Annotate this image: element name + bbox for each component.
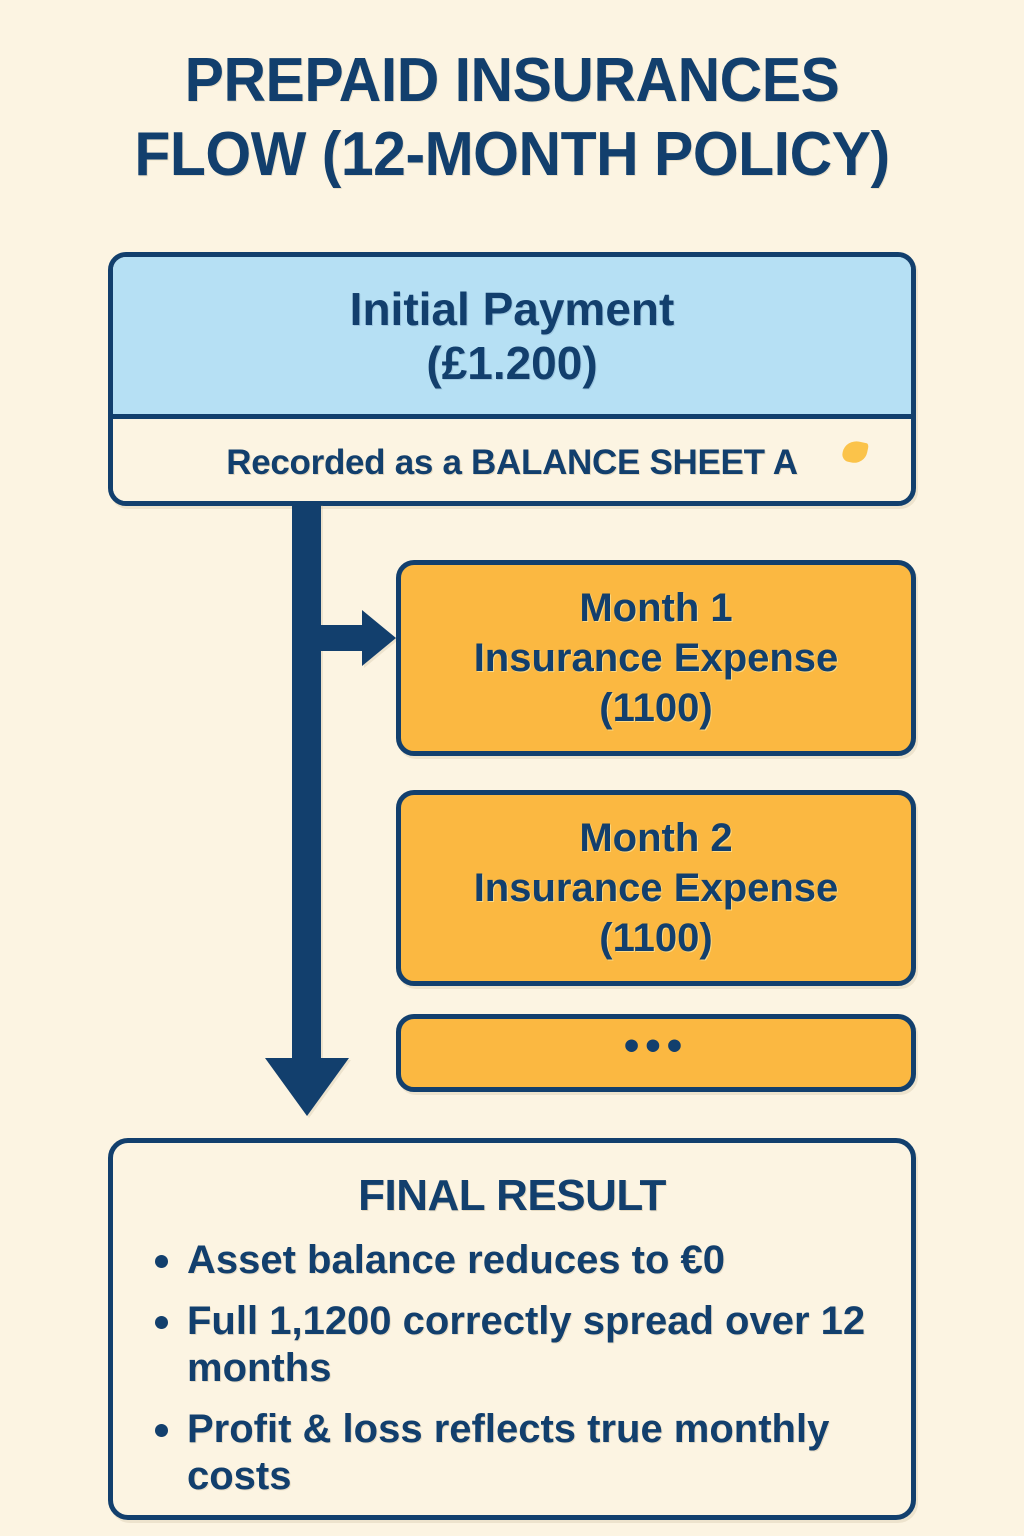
- month-1-box: Month 1 Insurance Expense (1100): [396, 560, 916, 756]
- connector-branch-line: [313, 625, 371, 651]
- list-item: Asset balance reduces to €0: [147, 1237, 885, 1284]
- initial-payment-header: Initial Payment (£1.200): [113, 257, 911, 419]
- month-1-amount: (1100): [599, 686, 713, 730]
- more-months-box: •••: [396, 1014, 916, 1092]
- final-result-box: FINAL RESULT Asset balance reduces to €0…: [108, 1138, 916, 1520]
- month-2-box: Month 2 Insurance Expense (1100): [396, 790, 916, 986]
- arrow-right-icon: [362, 610, 396, 666]
- month-2-label: Month 2: [579, 816, 733, 860]
- ellipsis-icon: •••: [623, 1021, 689, 1070]
- list-item: Profit & loss reflects true monthly cost…: [147, 1406, 885, 1500]
- cursor-blob-icon: [840, 438, 870, 466]
- month-2-description: Insurance Expense: [473, 866, 839, 910]
- initial-payment-heading: Initial Payment: [349, 282, 675, 335]
- final-result-heading: FINAL RESULT: [358, 1171, 666, 1220]
- initial-payment-box: Initial Payment (£1.200) Recorded as a B…: [108, 252, 916, 506]
- arrow-down-icon: [265, 1058, 349, 1116]
- final-result-list: Asset balance reduces to €0 Full 1,1200 …: [113, 1237, 911, 1500]
- list-item: Full 1,1200 correctly spread over 12 mon…: [147, 1298, 885, 1392]
- initial-payment-note: Recorded as a BALANCE SHEET A: [226, 442, 798, 482]
- page-title: PREPAID INSURANCES FLOW (12-MONTH POLICY…: [26, 44, 999, 192]
- connector-vertical-line: [292, 503, 321, 1068]
- month-1-description: Insurance Expense: [473, 636, 839, 680]
- initial-payment-note-row: Recorded as a BALANCE SHEET A: [113, 419, 911, 501]
- month-1-label: Month 1: [579, 586, 733, 630]
- page-title-line-1: PREPAID INSURANCES: [184, 46, 840, 115]
- month-2-amount: (1100): [599, 916, 713, 960]
- page-title-line-2: FLOW (12-MONTH POLICY): [134, 120, 890, 189]
- initial-payment-amount: (£1.200): [426, 336, 598, 389]
